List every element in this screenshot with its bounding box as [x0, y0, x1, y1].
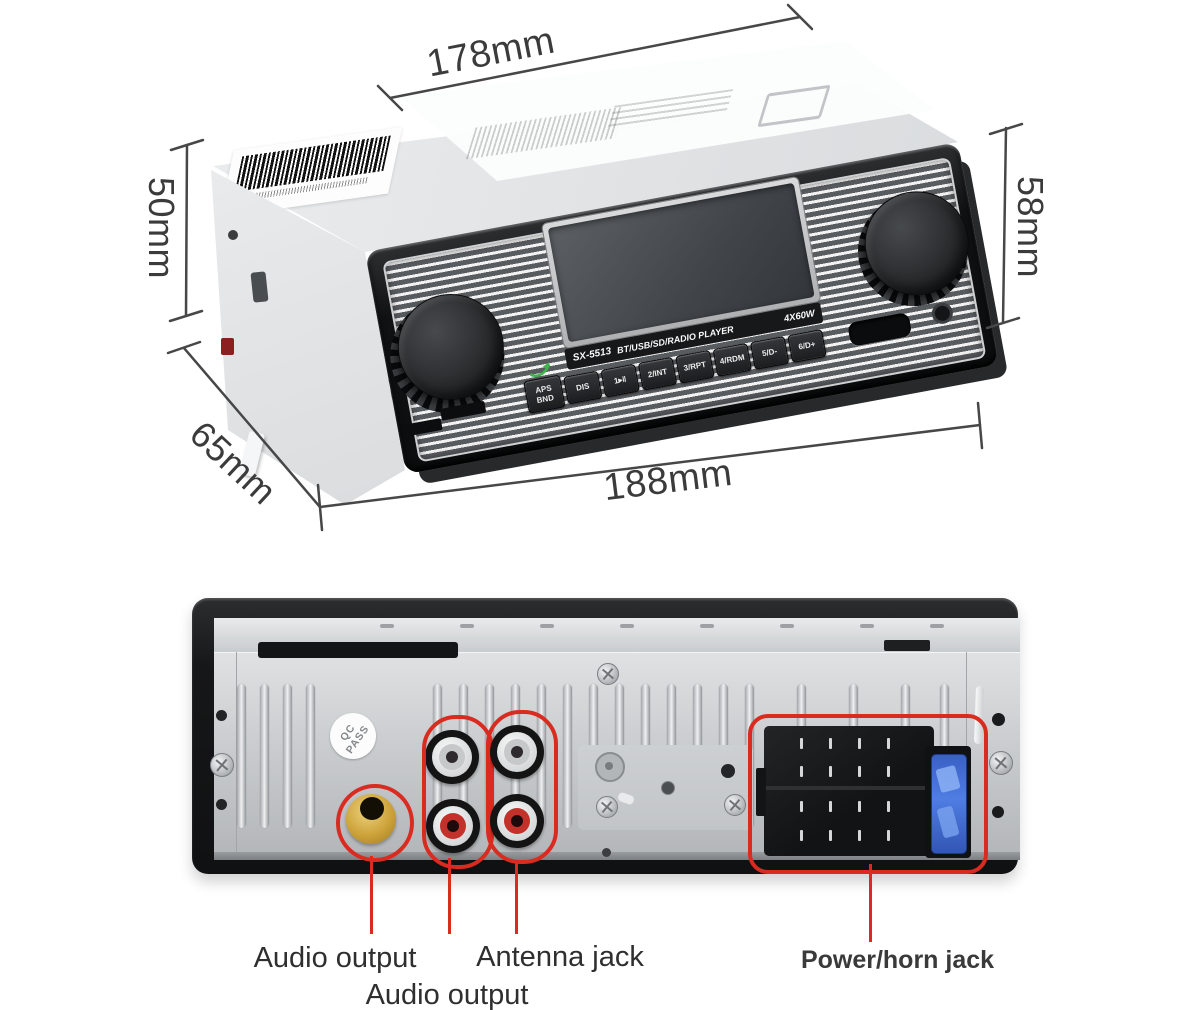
connector-pin [800, 830, 803, 841]
mount-hole [216, 799, 227, 810]
recess-dot [605, 762, 613, 770]
connector-pin [858, 830, 861, 841]
dim-line-188 [318, 423, 982, 509]
connector-pin [887, 766, 890, 777]
side-hole [228, 230, 238, 240]
rivet-mark [930, 624, 944, 628]
dim-label-right-height: 58mm [1010, 175, 1051, 279]
rca-hole [446, 751, 458, 763]
rear-rib [563, 684, 572, 828]
connector-pin [800, 766, 803, 777]
rivet-mark [620, 624, 634, 628]
dim-line-58 [1001, 126, 1008, 324]
annotation-line-audio-1 [370, 856, 373, 934]
annotation-line-audio-2 [448, 858, 451, 934]
mount-hole [992, 713, 1005, 726]
recess-hole [595, 752, 625, 782]
rivet-mark [780, 624, 794, 628]
connector-pin [829, 830, 832, 841]
handsfree-icon [529, 362, 551, 378]
rivet-mark [540, 624, 554, 628]
rear-panel-bottom-edge [214, 852, 1020, 860]
antenna-pair-annotation [486, 710, 558, 864]
connector-notch [756, 768, 766, 816]
screw [989, 751, 1013, 775]
dim-tick [166, 340, 202, 355]
rear-rib [306, 684, 315, 828]
dim-tick [985, 316, 1021, 330]
rivet-mark [380, 624, 394, 628]
yellow-rca-hole [360, 797, 384, 820]
rivet-mark [700, 624, 714, 628]
rivet-mark [860, 624, 874, 628]
dim-label-left-height: 50mm [141, 176, 182, 280]
panel-hole [721, 764, 735, 778]
screw [724, 794, 746, 816]
connector-pin [800, 801, 803, 812]
annotation-line-power [869, 864, 872, 942]
audio-output-pair-annotation [422, 715, 494, 869]
dim-tick [168, 309, 204, 323]
dim-line-65 [182, 346, 322, 509]
mount-hole [992, 806, 1004, 818]
dim-tick [976, 401, 984, 450]
panel-hole [602, 848, 611, 857]
front-bezel: SX-5513 BT/USB/SD/RADIO PLAYER 4X60W APS… [365, 142, 1000, 475]
dim-tick [376, 84, 404, 112]
connector-pin [829, 738, 832, 749]
connector-pin [887, 738, 890, 749]
dim-line-50 [184, 143, 189, 318]
label-audio-output-2: Audio output [365, 979, 529, 1010]
qc-pass-sticker: QC PASS [330, 713, 376, 759]
dim-tick [786, 3, 814, 31]
dim-tick [316, 483, 324, 532]
rear-rib [260, 684, 269, 828]
rear-rib [283, 684, 292, 828]
screw [210, 753, 234, 777]
connector-pin [858, 738, 861, 749]
annotation-line-antenna [515, 860, 518, 934]
connector-pin [829, 766, 832, 777]
power-connector-annotation [748, 714, 988, 874]
panel-hole [661, 781, 675, 795]
dimension-lines [166, 3, 1024, 532]
rivet-mark [460, 624, 474, 628]
top-vent-slot-small [884, 640, 930, 651]
label-audio-output-1: Audio output [253, 942, 417, 974]
side-red-slot [221, 338, 234, 355]
rca-hole [511, 815, 523, 827]
top-vent-slot [258, 642, 458, 658]
connector-pin [800, 738, 803, 749]
dim-tick [169, 138, 205, 152]
dim-tick [988, 122, 1024, 136]
screw [596, 796, 618, 818]
dim-line-178 [388, 15, 802, 100]
rear-rib [237, 684, 246, 828]
connector-pin [858, 801, 861, 812]
flange-seam [236, 652, 237, 852]
connector-pin [829, 801, 832, 812]
mount-hole [216, 710, 227, 721]
label-antenna-jack: Antenna jack [476, 941, 644, 973]
label-power-horn-jack: Power/horn jack [800, 946, 995, 974]
connector-pin [858, 766, 861, 777]
rca-hole [511, 746, 523, 758]
screw [597, 663, 619, 685]
connector-pin [887, 830, 890, 841]
qc-pass-text: QC PASS [338, 721, 372, 756]
fuse[interactable] [931, 754, 967, 854]
power-connector-body[interactable] [764, 726, 934, 856]
connector-divider [764, 786, 934, 790]
rca-hole [447, 820, 459, 832]
audio-output-circle-annotation [336, 784, 414, 862]
connector-pin [887, 801, 890, 812]
